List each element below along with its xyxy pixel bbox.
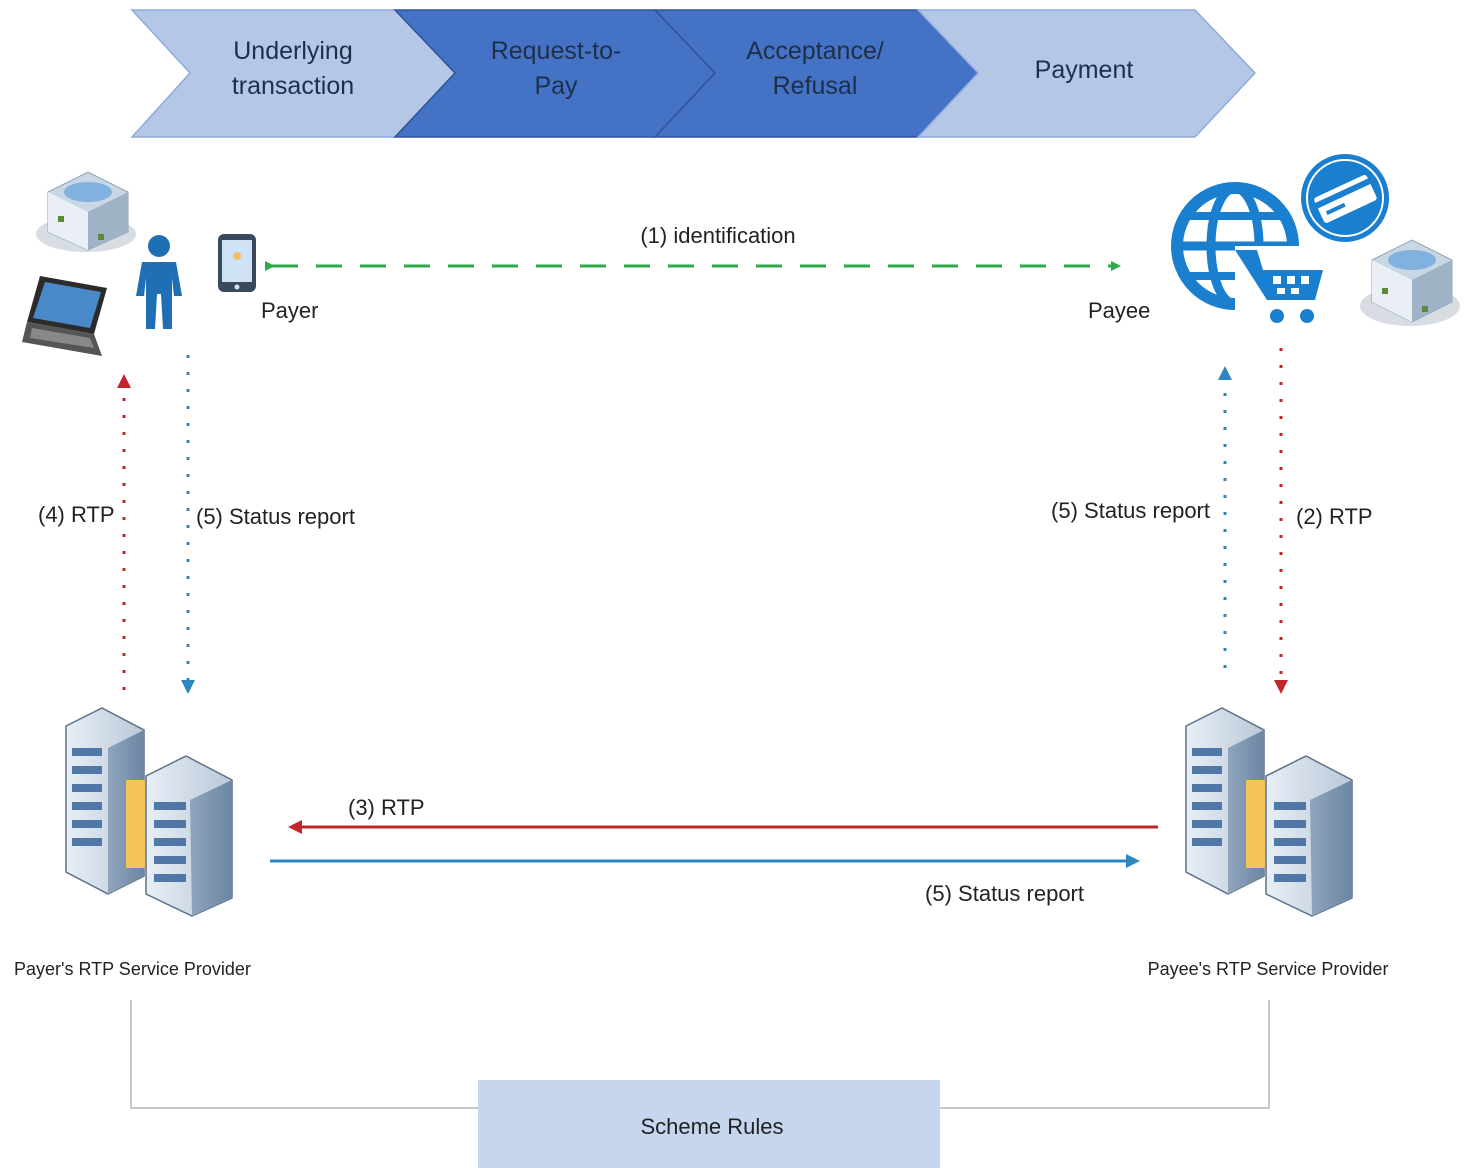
person-icon bbox=[136, 235, 182, 329]
smartphone-icon bbox=[218, 234, 256, 292]
rtp-2-label: (2) RTP bbox=[1296, 504, 1373, 529]
payer-label: Payer bbox=[261, 298, 318, 323]
payee-label: Payee bbox=[1088, 298, 1150, 323]
payee-building-icon bbox=[1360, 239, 1460, 326]
phase-label-rtp-line2: Pay bbox=[534, 72, 578, 100]
payee-status-report-label: (5) Status report bbox=[1051, 498, 1210, 523]
phase-banner: Underlying transaction Request-to- Pay A… bbox=[130, 9, 1257, 138]
rtp-3-label: (3) RTP bbox=[348, 795, 425, 820]
scheme-connector-left bbox=[130, 1000, 478, 1109]
payer-building-icon bbox=[36, 171, 136, 252]
providers-status-report-label: (5) Status report bbox=[925, 881, 1084, 906]
payee-provider-label: Payee's RTP Service Provider bbox=[1148, 959, 1389, 979]
payer-provider-server-icon bbox=[65, 707, 233, 917]
scheme-rules-box bbox=[478, 1080, 940, 1168]
identification-label: (1) identification bbox=[640, 223, 795, 248]
scheme-rules-label: Scheme Rules bbox=[640, 1114, 783, 1139]
scheme-connector-right bbox=[940, 1000, 1270, 1109]
ecommerce-globe-cart-icon bbox=[1171, 182, 1325, 326]
payer-status-report-label: (5) Status report bbox=[196, 504, 355, 529]
phase-label-underlying-line1: Underlying bbox=[233, 37, 353, 65]
phase-label-acceptance-line2: Refusal bbox=[773, 72, 858, 100]
phase-label-rtp-line1: Request-to- bbox=[491, 37, 622, 65]
phase-chevron-payment bbox=[916, 9, 1257, 138]
credit-card-badge-icon bbox=[1301, 154, 1389, 242]
laptop-icon bbox=[22, 276, 107, 356]
phase-label-payment: Payment bbox=[1035, 56, 1134, 84]
rtp-4-label: (4) RTP bbox=[38, 502, 115, 527]
payer-provider-label: Payer's RTP Service Provider bbox=[14, 959, 251, 979]
phase-label-acceptance-line1: Acceptance/ bbox=[746, 37, 884, 65]
payee-provider-server-icon bbox=[1185, 707, 1353, 917]
phase-label-underlying-line2: transaction bbox=[232, 72, 354, 100]
